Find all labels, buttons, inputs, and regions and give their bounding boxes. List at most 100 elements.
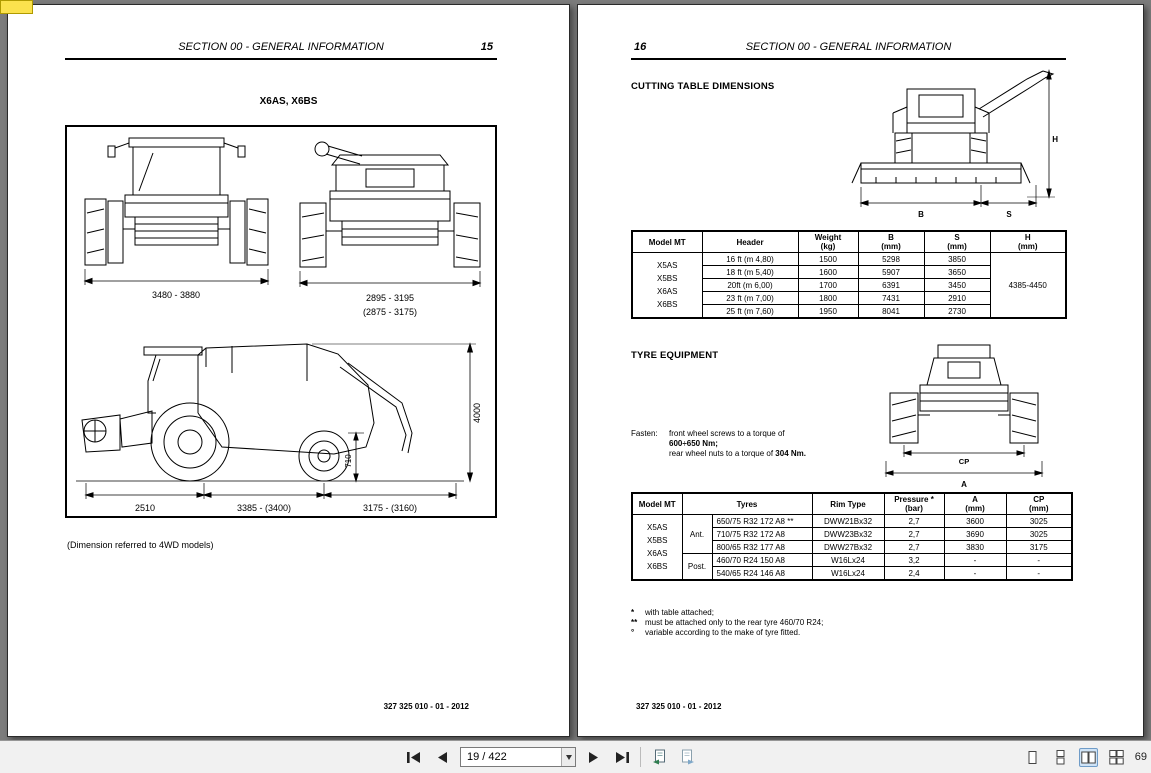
cell: 3600 — [943, 514, 1007, 529]
dim-a-label: A — [961, 480, 967, 489]
header-rule — [631, 58, 1066, 60]
cell: 3025 — [1005, 514, 1073, 529]
first-page-icon[interactable] — [404, 747, 424, 767]
cell: 1800 — [797, 291, 859, 306]
table-row: 23 ft (m 7,00) 1800 7431 2910 — [632, 291, 1066, 306]
fasten-torque-front: 600÷650 Nm; — [669, 439, 718, 448]
cell: 1950 — [797, 304, 859, 319]
cell: 5907 — [857, 265, 925, 280]
cell: 540/65 R24 146 A8 — [711, 566, 813, 581]
fasten-torque-rear: 304 Nm. — [775, 449, 806, 458]
fasten-label: Fasten: — [631, 429, 658, 438]
fasten-lines: front wheel screws to a torque of 600÷65… — [669, 429, 806, 459]
cell: 2730 — [923, 304, 991, 319]
cell: - — [1005, 566, 1073, 581]
cell: 7431 — [857, 291, 925, 306]
cell: DWW21Bx32 — [811, 514, 885, 529]
column-header: CP (mm) — [1005, 492, 1073, 516]
cell: - — [943, 553, 1007, 568]
cell: 2,7 — [883, 540, 945, 555]
cutting-table-section-title: CUTTING TABLE DIMENSIONS — [631, 81, 775, 92]
clearance-dim-label: 710 — [344, 454, 353, 468]
cell: 5298 — [857, 252, 925, 267]
cutting-dimensions-table: Model MT Header Weight (kg) B (mm) S (mm… — [631, 230, 1067, 319]
overall-height-dim-label: 4000 — [472, 403, 482, 423]
cell: 3850 — [923, 252, 991, 267]
continuous-icon[interactable] — [1051, 748, 1070, 767]
page-number-box — [460, 747, 576, 767]
document-page-15: SECTION 00 - GENERAL INFORMATION 15 X6AS… — [7, 4, 570, 737]
column-header: Pressure * (bar) — [883, 492, 945, 516]
cell: 2,7 — [883, 527, 945, 542]
page-number: 16 — [634, 41, 647, 53]
cell: 3830 — [943, 540, 1007, 555]
table-row: 540/65 R24 146 A8 W16Lx24 2,4 - - — [632, 566, 1073, 581]
sticky-note-icon[interactable] — [0, 0, 33, 14]
dim-h-label: H — [1052, 135, 1058, 144]
dimension-drawing-box: 3480 - 3880 2895 - 3 — [65, 125, 497, 518]
tyre-equipment-table: Model MT Tyres Rim Type Pressure * (bar)… — [631, 492, 1073, 581]
fasten-line-2: rear wheel nuts to a torque of 304 Nm. — [669, 449, 806, 458]
h-value-cell: 4385-4450 — [989, 252, 1067, 319]
table-row: X5AS X5BS X6AS X6BS Ant. 650/75 R32 172 … — [631, 514, 1073, 581]
two-page-icon[interactable] — [1078, 747, 1098, 767]
two-page-continuous-icon[interactable] — [1107, 748, 1126, 767]
page-header: SECTION 00 - GENERAL INFORMATION 15 — [65, 41, 497, 55]
combine-front-view-drawing: 3480 - 3880 — [83, 137, 270, 300]
cell: 3175 — [1005, 540, 1073, 555]
column-header: Rim Type — [811, 492, 885, 516]
document-code-footer: 327 325 010 - 01 - 2012 — [383, 702, 469, 711]
page-header: 16 SECTION 00 - GENERAL INFORMATION — [631, 41, 1066, 55]
dim-cp-label: CP — [959, 457, 969, 466]
cell: 3650 — [923, 265, 991, 280]
cell: 2910 — [923, 291, 991, 306]
mid-dim-label: 3385 - (3400) — [237, 503, 291, 513]
document-code-footer: 327 325 010 - 01 - 2012 — [636, 702, 722, 711]
page-header-title: SECTION 00 - GENERAL INFORMATION — [745, 41, 952, 53]
cell: 650/75 R32 172 A8 ** — [711, 514, 813, 529]
next-page-icon[interactable] — [584, 747, 604, 767]
front-dim-label: 2510 — [135, 503, 155, 513]
page-dropdown-button[interactable] — [561, 748, 575, 766]
front-width-dim-label: 3480 - 3880 — [152, 290, 200, 300]
column-header: H (mm) — [989, 230, 1067, 254]
column-header: S (mm) — [923, 230, 991, 254]
dim-b-label: B — [918, 210, 924, 219]
next-view-icon[interactable] — [677, 747, 697, 767]
table-header-row: Model MT Header Weight (kg) B (mm) S (mm… — [631, 230, 1067, 254]
cell: 18 ft (m 5,40) — [701, 265, 799, 280]
cell: W16Lx24 — [811, 566, 885, 581]
table-row: 25 ft (m 7,60) 1950 8041 2730 — [632, 304, 1066, 319]
last-page-icon[interactable] — [612, 747, 632, 767]
footnote: *with table attached; — [631, 608, 714, 617]
previous-page-icon[interactable] — [432, 747, 452, 767]
cell: 1700 — [797, 278, 859, 293]
previous-view-icon[interactable] — [649, 747, 669, 767]
combine-side-view-drawing: 4000 710 2510 3385 - (3400) 3175 - (3160… — [76, 342, 482, 513]
cell: 8041 — [857, 304, 925, 319]
model-title: X6AS, X6BS — [259, 96, 318, 107]
cell: 1600 — [797, 265, 859, 280]
table-row: 710/75 R32 172 A8 DWW23Bx32 2,7 3690 302… — [632, 527, 1073, 542]
column-header: A (mm) — [943, 492, 1007, 516]
models-cell: X5AS X5BS X6AS X6BS — [631, 514, 683, 581]
cell: DWW27Bx32 — [811, 540, 885, 555]
zoom-level-text[interactable]: 69 — [1134, 751, 1147, 763]
table-row: X5AS X5BS X6AS X6BS 16 ft (m 4,80) 1500 … — [631, 252, 1067, 319]
cell: W16Lx24 — [811, 553, 885, 568]
rear-width-dim-label: 2895 - 3195 — [366, 293, 414, 303]
table-header-row: Model MT Tyres Rim Type Pressure * (bar)… — [631, 492, 1073, 516]
table-row: 20ft (m 6,00) 1700 6391 3450 — [632, 278, 1066, 293]
tyre-equipment-drawing: CP A — [884, 344, 1044, 489]
page-number-input[interactable] — [461, 751, 561, 763]
cell: DWW23Bx32 — [811, 527, 885, 542]
viewer-toolbar: 69 — [0, 740, 1151, 773]
column-header: Weight (kg) — [797, 230, 859, 254]
page-navigation-group — [404, 747, 697, 767]
column-header: Model MT — [631, 230, 703, 254]
single-page-icon[interactable] — [1023, 748, 1042, 767]
cell: 3690 — [943, 527, 1007, 542]
footnote: °variable according to the make of tyre … — [631, 628, 801, 637]
tyre-equipment-section-title: TYRE EQUIPMENT — [631, 350, 719, 361]
